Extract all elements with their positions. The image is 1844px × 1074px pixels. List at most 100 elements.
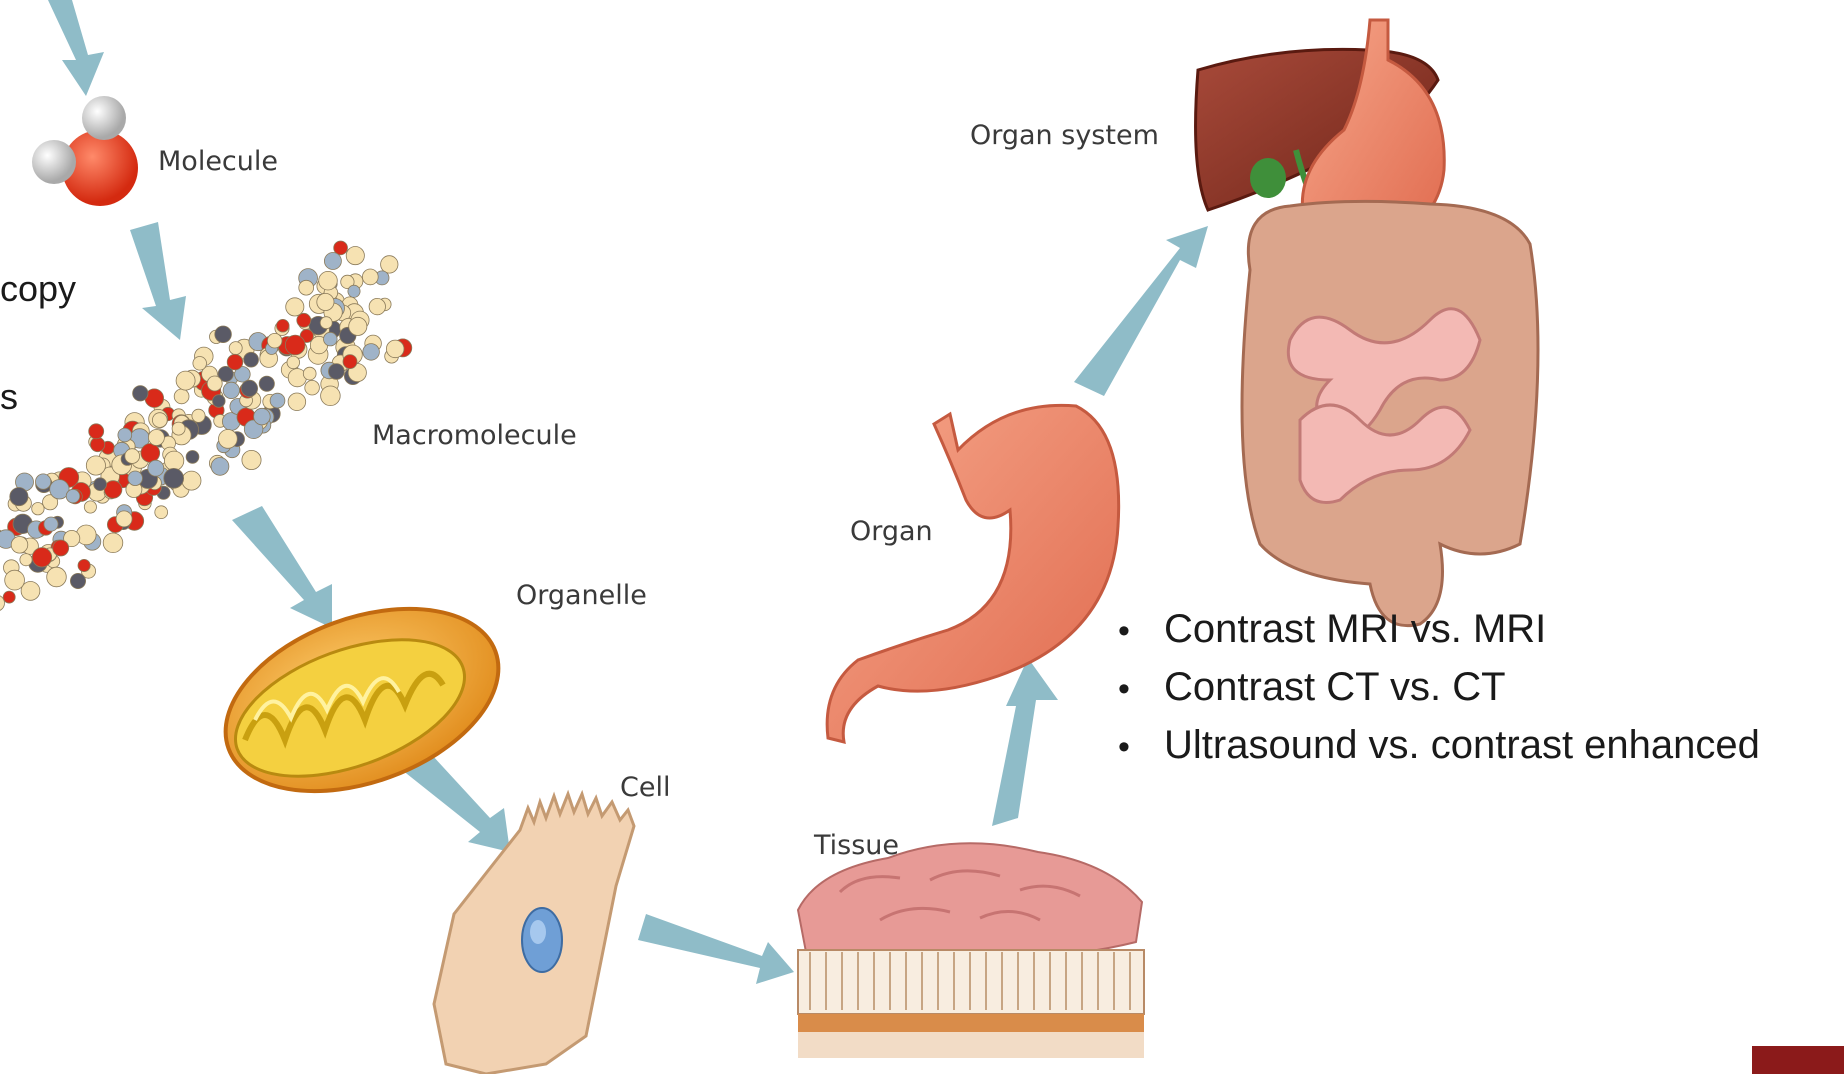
atom-dot bbox=[104, 481, 122, 499]
atom-dot bbox=[32, 503, 44, 515]
side-text-fragment-1: copy bbox=[0, 268, 76, 310]
label-organ-system: Organ system bbox=[970, 120, 1159, 151]
side-text-fragment-2: s bbox=[0, 376, 18, 418]
atom-dot bbox=[103, 533, 123, 553]
arrow-1 bbox=[48, 0, 104, 96]
atom-dot bbox=[343, 355, 357, 369]
atom-dot bbox=[303, 367, 316, 380]
atom-dot bbox=[32, 548, 51, 567]
label-organelle: Organelle bbox=[516, 580, 647, 611]
atom-dot bbox=[90, 437, 104, 451]
atom-dot bbox=[47, 567, 67, 587]
atom-dot bbox=[324, 332, 338, 346]
organ-system-illustration bbox=[1196, 20, 1538, 626]
atom-dot bbox=[241, 380, 257, 396]
atom-dot bbox=[66, 489, 80, 503]
atom-dot bbox=[288, 393, 306, 411]
atom-dot bbox=[286, 298, 304, 316]
bullet-dot-icon: • bbox=[1118, 660, 1164, 718]
atom-dot bbox=[362, 269, 378, 285]
atom-dot bbox=[78, 559, 90, 571]
bullet-list: •Contrast MRI vs. MRI •Contrast CT vs. C… bbox=[1118, 600, 1760, 774]
atom-dot bbox=[259, 376, 274, 391]
atom-dot bbox=[118, 428, 132, 442]
atom-dot bbox=[133, 386, 148, 401]
label-molecule: Molecule bbox=[158, 146, 278, 177]
atom-dot bbox=[174, 389, 189, 404]
tissue-illustration bbox=[798, 843, 1144, 1058]
atom-dot bbox=[348, 285, 360, 297]
atom-dot bbox=[148, 430, 164, 446]
atom-dot bbox=[84, 501, 96, 513]
atom-dot bbox=[363, 344, 380, 361]
atom-dot bbox=[186, 451, 199, 464]
atom-dot bbox=[254, 408, 271, 425]
atom-dot bbox=[223, 382, 239, 398]
atom-dot bbox=[324, 253, 341, 270]
atom-dot bbox=[207, 376, 222, 391]
bullet-text: Ultrasound vs. contrast enhanced bbox=[1164, 723, 1760, 767]
atom-dot bbox=[193, 357, 207, 371]
atom-dot bbox=[317, 293, 334, 310]
atom-dot bbox=[369, 298, 385, 314]
arrow-5 bbox=[638, 914, 794, 984]
atom-dot bbox=[20, 554, 32, 566]
atom-dot bbox=[128, 471, 143, 486]
atom-dot bbox=[213, 395, 226, 408]
atom-dot bbox=[172, 422, 185, 435]
label-cell: Cell bbox=[620, 772, 670, 803]
atom-dot bbox=[89, 424, 104, 439]
atom-dot bbox=[242, 450, 261, 469]
organelle-illustration bbox=[201, 574, 524, 825]
atom-dot bbox=[10, 488, 28, 506]
atom-dot bbox=[176, 371, 195, 390]
bullet-text: Contrast MRI vs. MRI bbox=[1164, 607, 1546, 651]
atom-dot bbox=[11, 537, 28, 554]
atom-dot bbox=[277, 319, 290, 332]
atom-dot bbox=[215, 326, 232, 343]
accent-bar bbox=[1752, 1046, 1844, 1074]
molecule-illustration bbox=[32, 96, 138, 206]
bullet-item: •Contrast CT vs. CT bbox=[1118, 658, 1760, 716]
arrow-7 bbox=[1074, 226, 1208, 396]
atom-dot bbox=[182, 471, 201, 490]
atom-dot bbox=[299, 280, 314, 295]
atom-dot bbox=[70, 573, 85, 588]
bullet-text: Contrast CT vs. CT bbox=[1164, 665, 1506, 709]
atom-dot bbox=[5, 570, 25, 590]
organ-illustration bbox=[827, 405, 1119, 742]
atom-dot bbox=[53, 540, 69, 556]
label-macromolecule: Macromolecule bbox=[372, 420, 577, 451]
atom-dot bbox=[287, 356, 300, 369]
bullet-item: •Ultrasound vs. contrast enhanced bbox=[1118, 716, 1760, 774]
atom-dot bbox=[125, 449, 140, 464]
atom-dot bbox=[164, 468, 184, 488]
atom-dot bbox=[116, 511, 132, 527]
atom-dot bbox=[244, 352, 259, 367]
atom-dot bbox=[219, 430, 238, 449]
arrow-2 bbox=[130, 222, 186, 340]
atom-dot bbox=[321, 386, 341, 406]
atom-dot bbox=[319, 271, 338, 290]
atom-dot bbox=[305, 380, 320, 395]
atom-dot bbox=[285, 335, 305, 355]
arrow-3 bbox=[232, 506, 332, 628]
atom-dot bbox=[270, 393, 285, 408]
atom-dot bbox=[141, 444, 160, 463]
atom-dot bbox=[211, 458, 229, 476]
atom-dot bbox=[86, 456, 105, 475]
atom-dot bbox=[155, 506, 168, 519]
atom-dot bbox=[36, 474, 51, 489]
bullet-dot-icon: • bbox=[1118, 718, 1164, 776]
arrow-6 bbox=[992, 658, 1058, 826]
label-organ: Organ bbox=[850, 516, 933, 547]
atom-dot bbox=[229, 342, 242, 355]
atom-dot bbox=[192, 409, 205, 422]
atom-dot bbox=[346, 247, 364, 265]
atom-dot bbox=[148, 460, 164, 476]
atom-dot bbox=[381, 256, 398, 273]
atom-dot bbox=[94, 478, 107, 491]
bullet-item: •Contrast MRI vs. MRI bbox=[1118, 600, 1760, 658]
atom-dot bbox=[349, 317, 367, 335]
atom-dot bbox=[320, 317, 332, 329]
